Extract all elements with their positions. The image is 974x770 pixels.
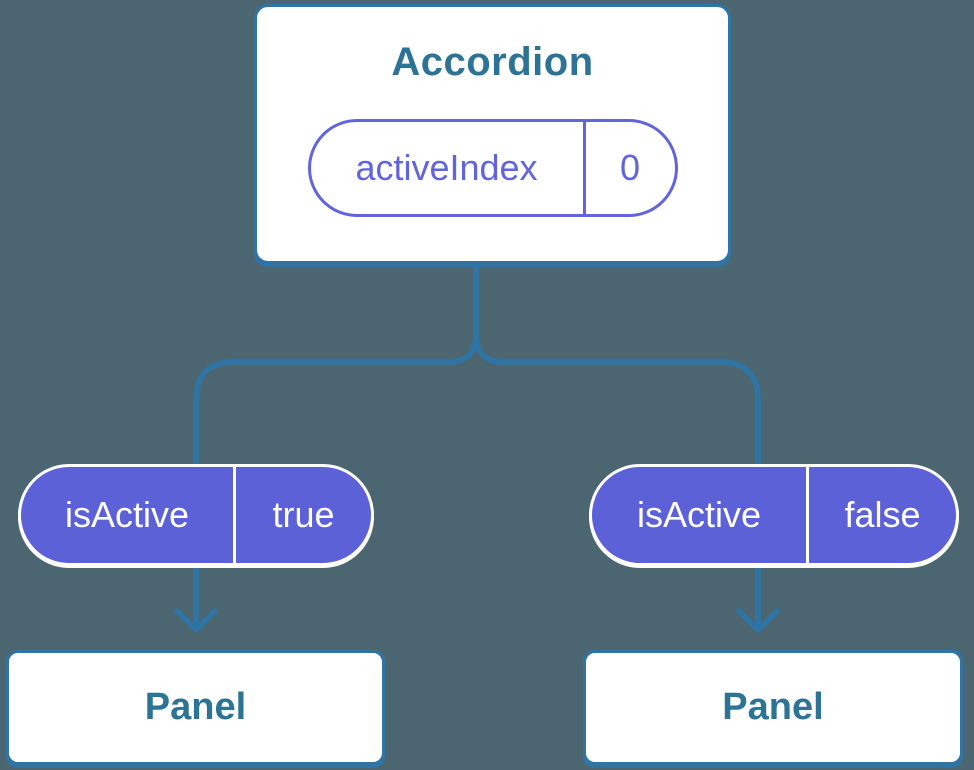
prop-pill-isactive-false: isActive false: [589, 464, 959, 566]
arrow-down-icon: [174, 608, 218, 633]
state-value-label: 0: [619, 147, 641, 188]
prop-value-label: false: [844, 494, 921, 535]
prop-name-label: isActive: [21, 467, 236, 563]
component-title: Accordion: [391, 40, 594, 84]
component-title: Panel: [144, 686, 247, 728]
connector-left-branch: [193, 258, 479, 629]
accordion-component-node: Accordion activeIndex 0: [254, 4, 731, 264]
arrow-down-icon: [736, 608, 780, 633]
prop-name-label: isActive: [592, 467, 809, 563]
prop-pill-isactive-true: isActive true: [18, 464, 374, 566]
state-pill: activeIndex 0: [307, 119, 678, 217]
state-name-label: activeIndex: [311, 122, 586, 214]
prop-value-label: true: [272, 494, 335, 535]
connector-right-branch: [473, 333, 761, 629]
panel-component-node: Panel: [583, 650, 963, 765]
component-title: Panel: [722, 686, 824, 728]
panel-component-node: Panel: [6, 650, 385, 765]
